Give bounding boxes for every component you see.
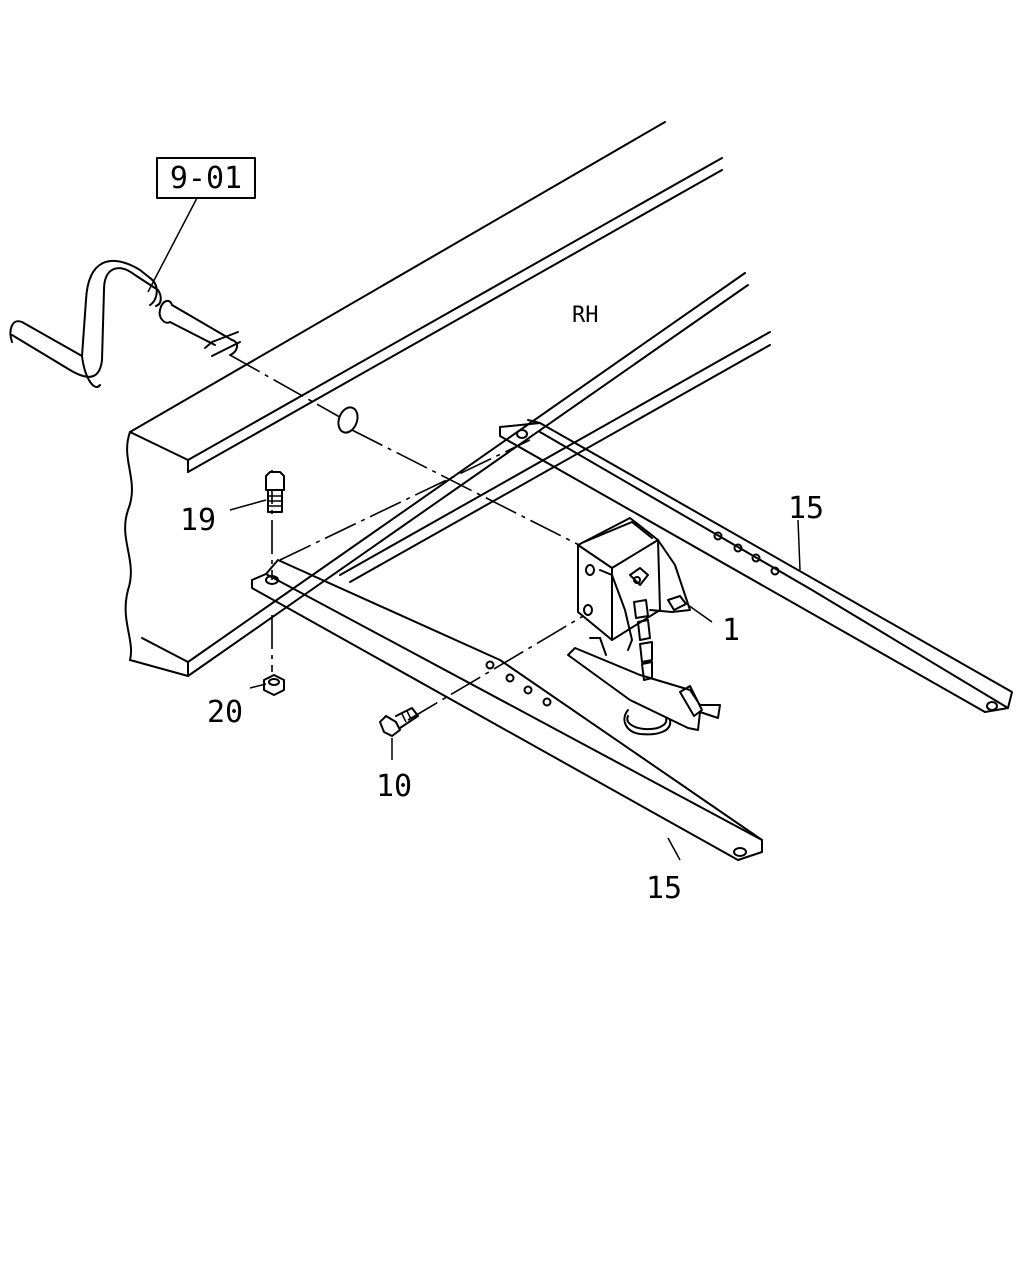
- centerlines: [229, 354, 591, 721]
- callout-part-10: 10: [376, 769, 412, 804]
- crank-handle: [9, 259, 241, 388]
- callout-part-15-upper: 15: [788, 491, 824, 526]
- frame-hole: [337, 406, 359, 434]
- reference-box: [156, 157, 256, 199]
- reference-box-label: 9-01: [170, 161, 242, 196]
- nut-20: [263, 674, 285, 696]
- cross-member-lower: [251, 559, 763, 861]
- callout-part-20: 20: [207, 695, 243, 730]
- side-label: RH: [572, 303, 599, 328]
- frame-rail: [124, 121, 771, 677]
- cross-member-upper: [499, 419, 1013, 713]
- bolt-19: [265, 471, 285, 513]
- callout-part-19: 19: [180, 503, 216, 538]
- leader-lines: [147, 197, 801, 861]
- spare-tire-carrier: [567, 517, 721, 736]
- bolt-10: [379, 707, 419, 737]
- callout-part-1: 1: [722, 613, 740, 648]
- callout-part-15-lower: 15: [646, 871, 682, 906]
